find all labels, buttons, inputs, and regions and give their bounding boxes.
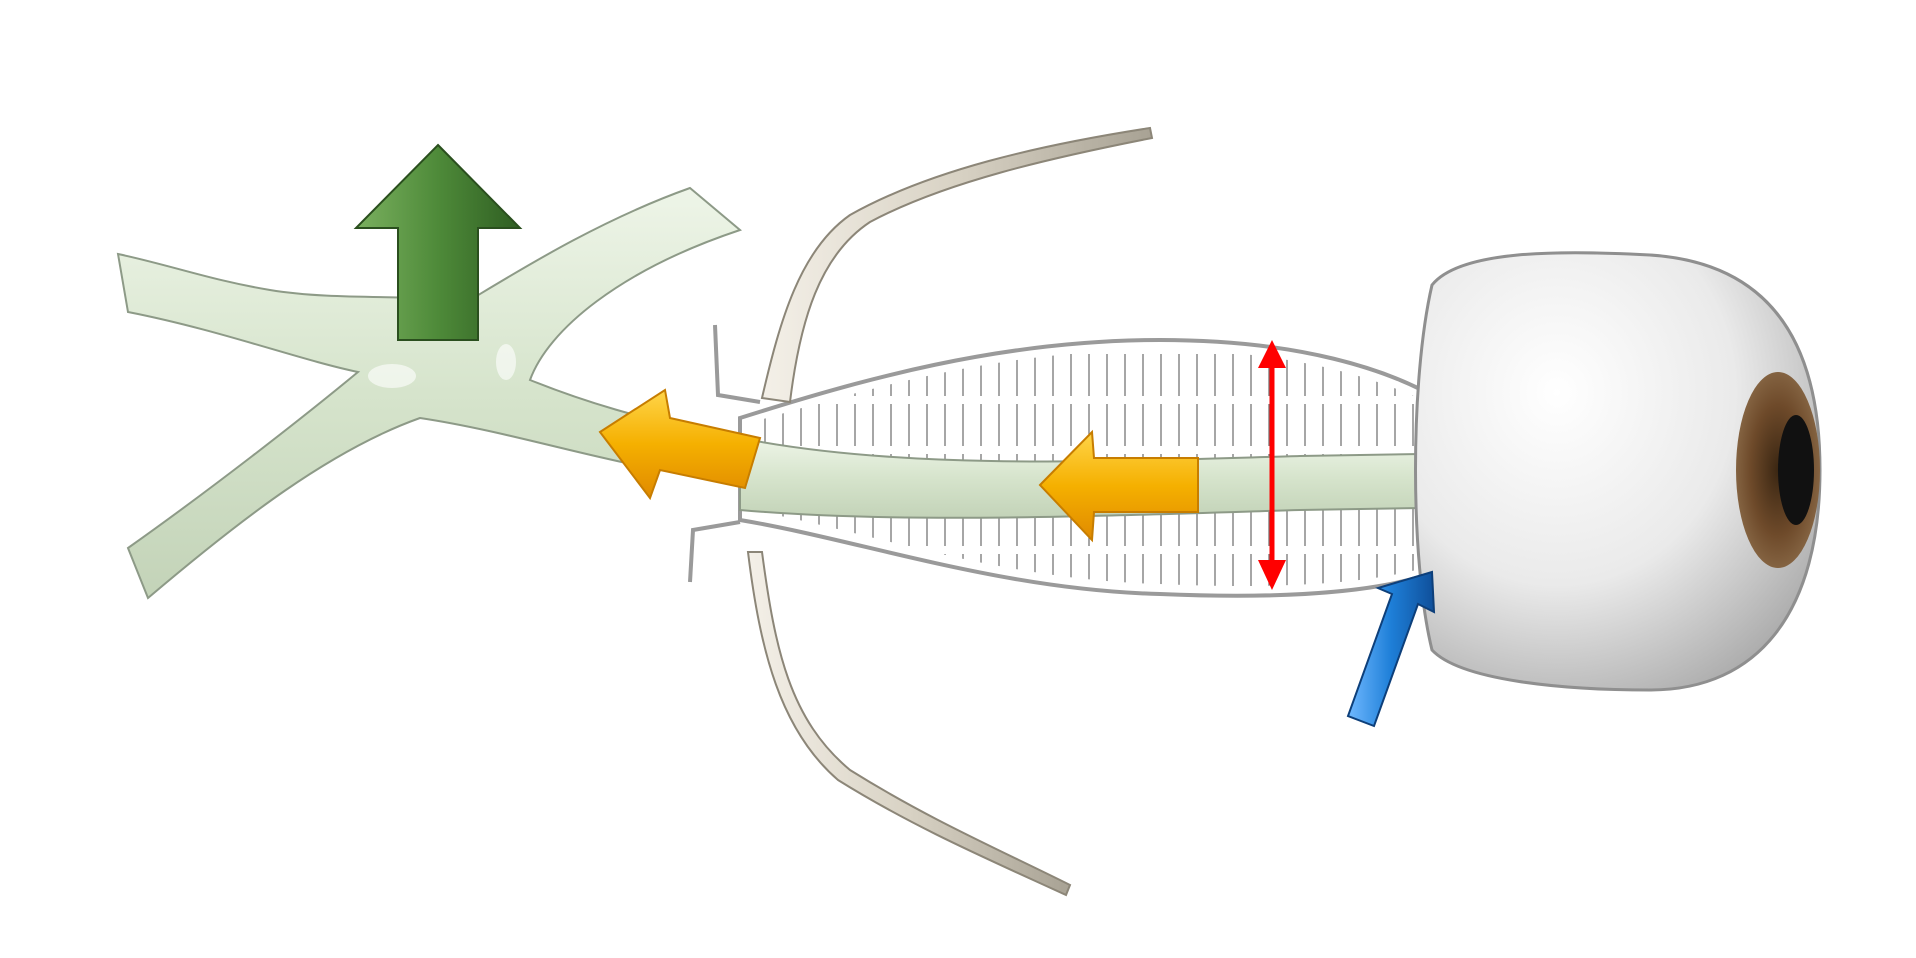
arrow-up-right-icon	[1346, 570, 1436, 728]
double-arrow-vertical-icon	[1258, 340, 1286, 590]
optic-canal-bone-upper	[713, 126, 1154, 404]
eyeball-icon	[1414, 251, 1822, 692]
orange-arrow-near	[1038, 429, 1199, 543]
pupil	[1778, 415, 1814, 525]
optic-canal-bone-lower	[688, 520, 1072, 897]
chiasm-highlight	[368, 364, 416, 388]
chiasm-highlight-2	[496, 344, 516, 380]
arrow-up-icon	[353, 143, 523, 341]
orange-arrow-far	[598, 388, 762, 501]
